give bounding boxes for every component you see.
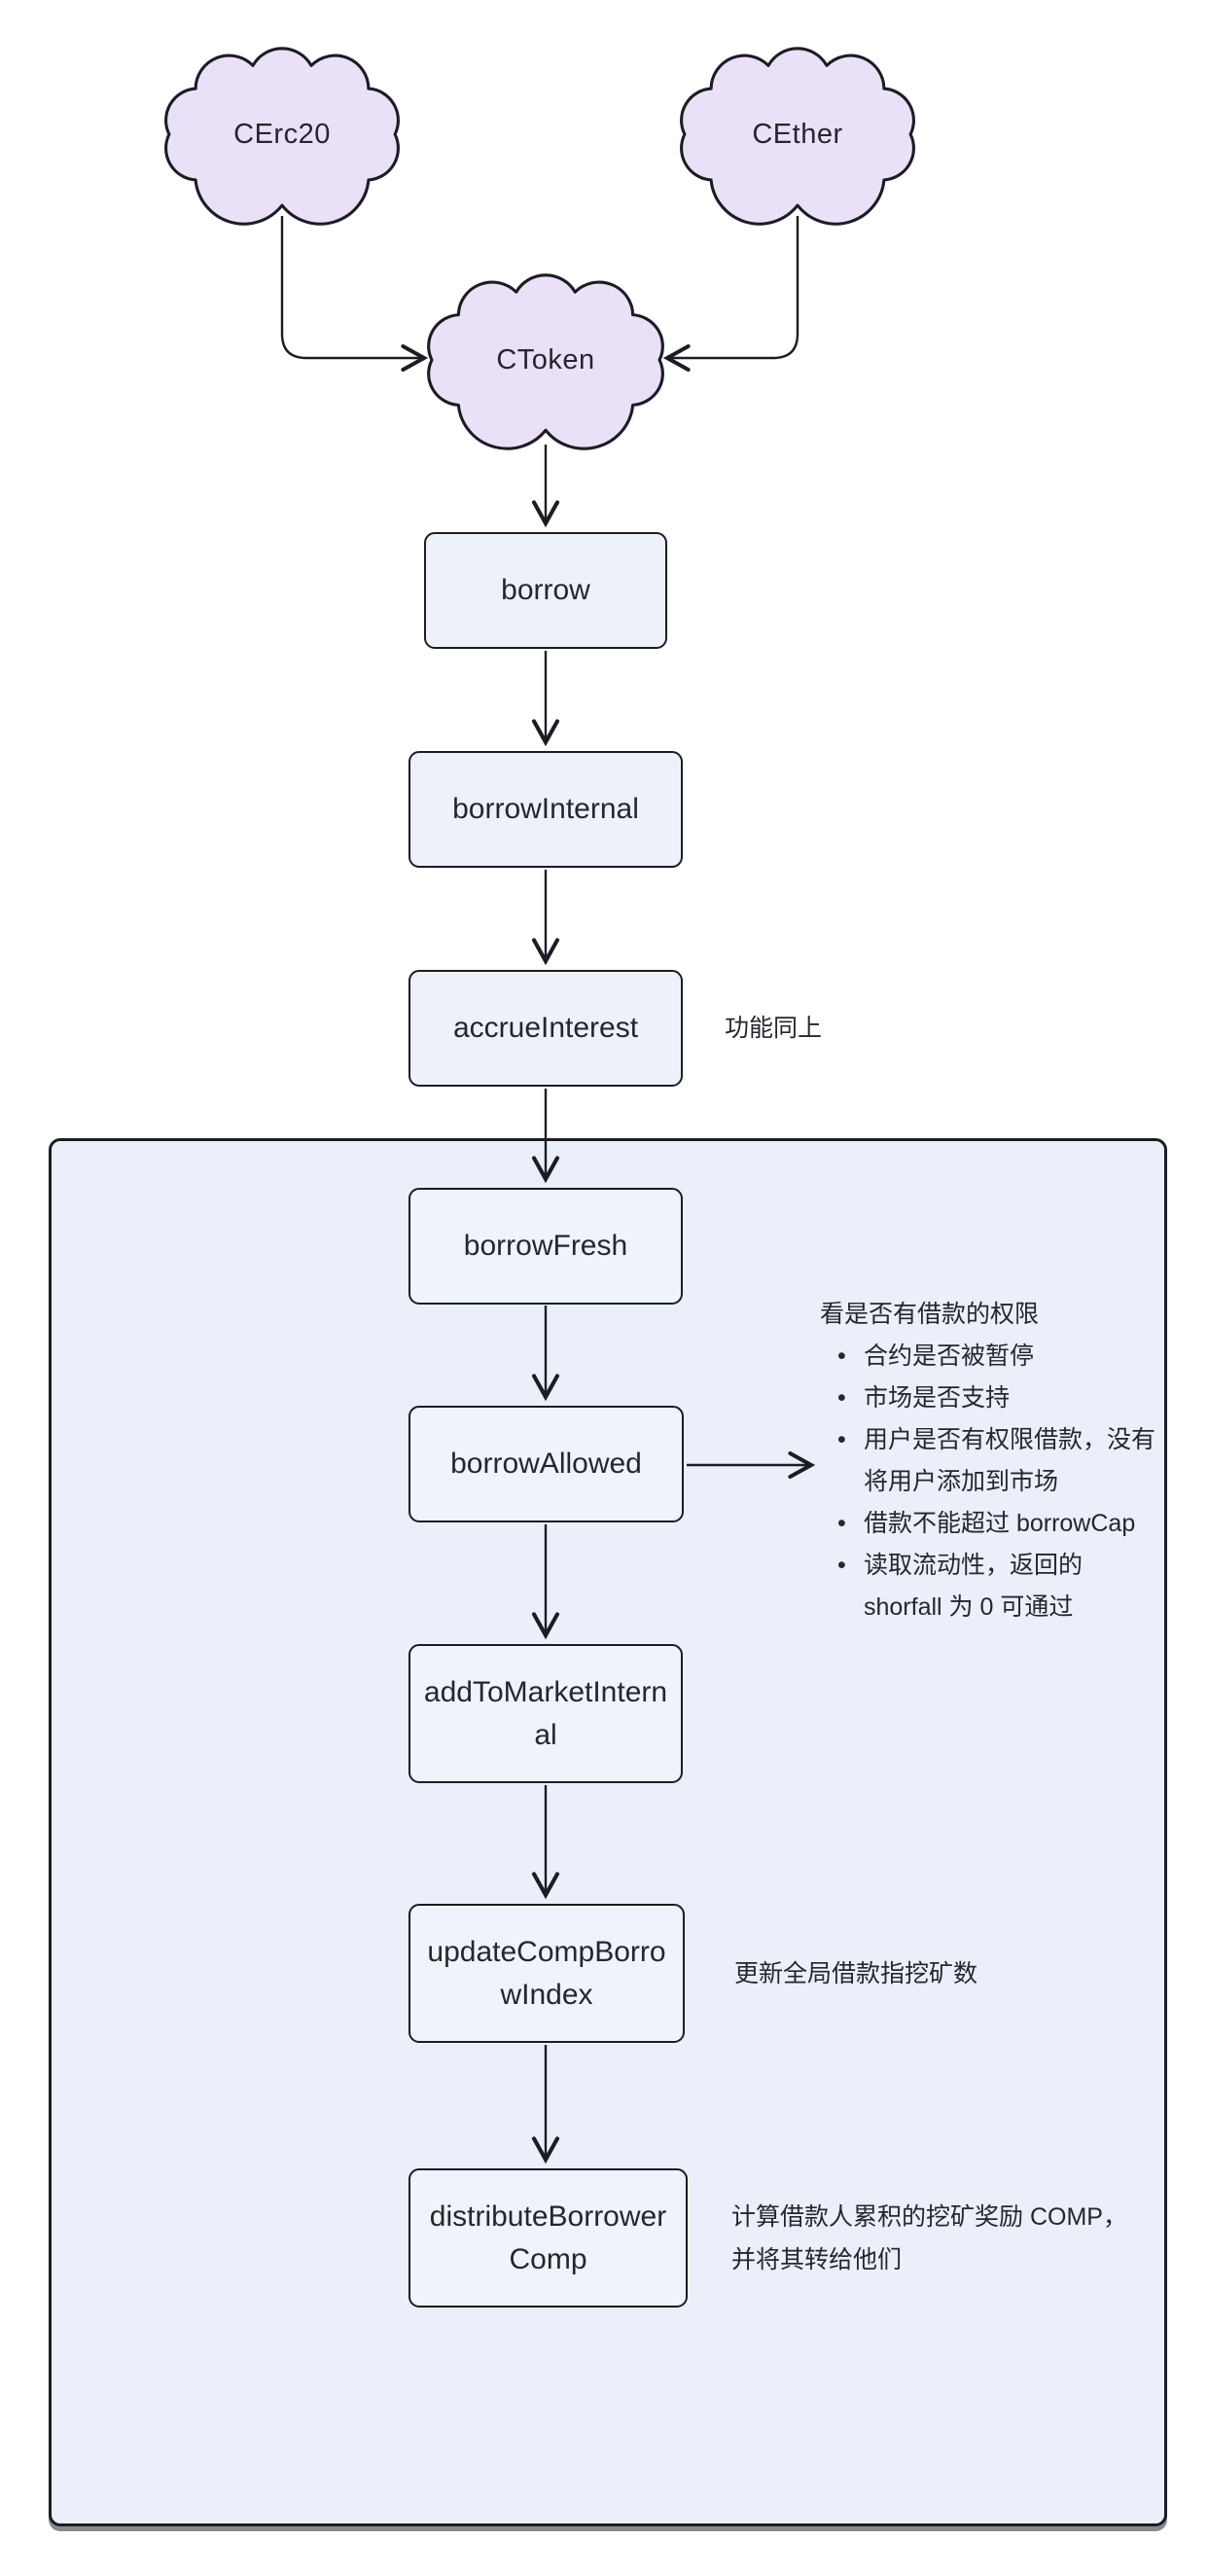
cloud-ctoken-shape — [427, 273, 664, 450]
note-bullet: 读取流动性，返回的 shorfall 为 0 可通过 — [837, 1545, 1160, 1628]
node-borrow-fresh: borrowFresh — [409, 1188, 683, 1305]
note-borrow-allowed-title: 看是否有借款的权限 — [820, 1301, 1040, 1328]
note-borrow-allowed-list: 合约是否被暂停 市场是否支持 用户是否有权限借款，没有将用户添加到市场 借款不能… — [820, 1336, 1160, 1628]
node-borrow-allowed: borrowAllowed — [409, 1406, 684, 1522]
node-borrow: borrow — [424, 532, 667, 649]
node-borrow-internal: borrowInternal — [409, 751, 683, 868]
edge-cether-to-ctoken — [662, 216, 799, 373]
note-bullet: 合约是否被暂停 — [837, 1336, 1160, 1377]
note-bullet: 借款不能超过 borrowCap — [837, 1503, 1160, 1545]
cloud-cerc20-shape — [164, 47, 400, 226]
note-distribute-borrower-comp: 计算借款人累积的挖矿奖励 COMP，并将其转给他们 — [731, 2202, 1127, 2273]
cloud-cether-label: CEther — [752, 118, 843, 150]
node-distribute-borrower-comp: distributeBorrowerComp — [409, 2168, 688, 2308]
cloud-ctoken-label: CToken — [496, 343, 595, 376]
node-accrue-interest: accrueInterest — [409, 970, 683, 1087]
note-borrow-allowed: 看是否有借款的权限 合约是否被暂停 市场是否支持 用户是否有权限借款，没有将用户… — [820, 1294, 1160, 1628]
node-add-to-market-internal: addToMarketInternal — [409, 1644, 683, 1783]
note-accrue-interest: 功能同上 — [725, 1015, 823, 1042]
note-bullet: 市场是否支持 — [837, 1377, 1160, 1419]
node-update-comp-borrow-index: updateCompBorrowIndex — [409, 1904, 685, 2043]
edge-cerc20-to-ctoken — [280, 216, 429, 373]
note-update-comp-borrow-index: 更新全局借款指挖矿数 — [734, 1959, 978, 1987]
cloud-cerc20-label: CErc20 — [233, 118, 331, 150]
cloud-cether-shape — [680, 47, 915, 226]
note-bullet: 用户是否有权限借款，没有将用户添加到市场 — [837, 1419, 1160, 1503]
